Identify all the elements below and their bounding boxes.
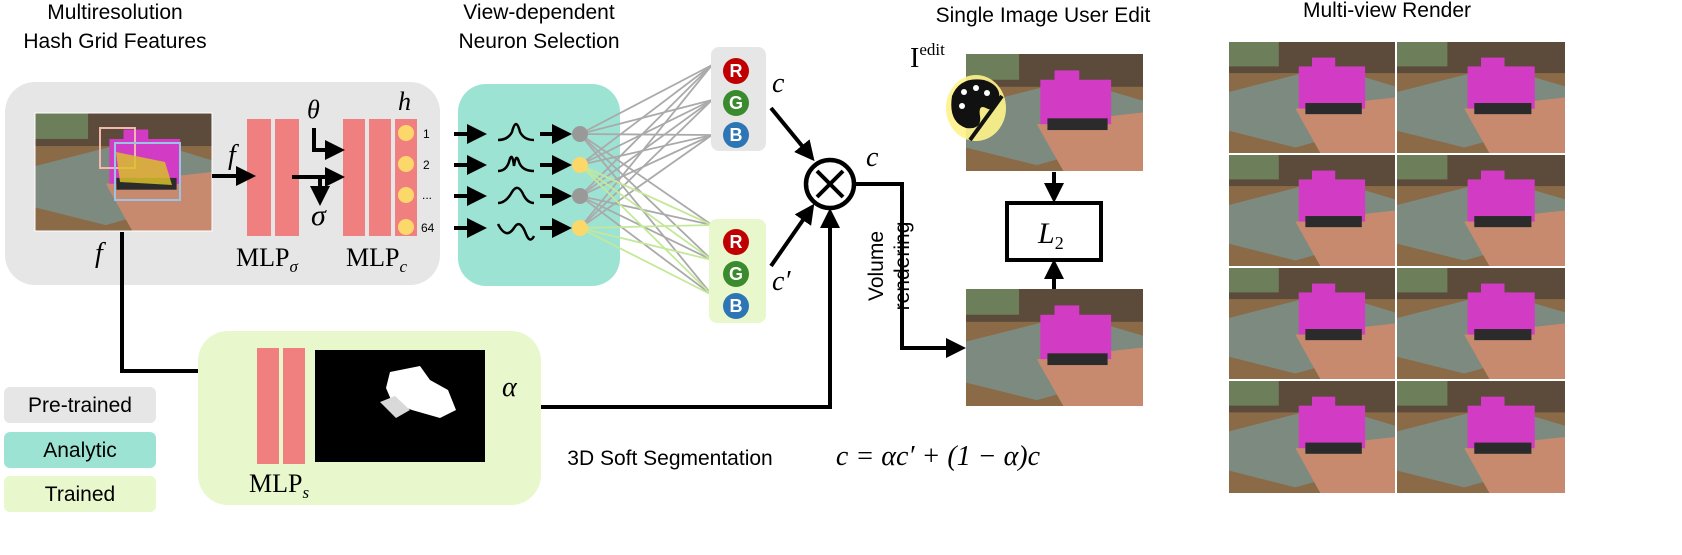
r-label-bottom: R: [730, 232, 743, 252]
b-node-bottom: [723, 293, 749, 319]
pretrained-arrows: [120, 128, 345, 381]
title-neuron-line1: View-dependent: [463, 1, 615, 24]
multiview-cell-5: [1229, 268, 1395, 379]
palette-icon: [946, 75, 1006, 142]
selection-connections-gray: [579, 64, 713, 296]
mlp-c-label: MLPc: [346, 243, 407, 276]
legend-trained-swatch: [4, 476, 156, 512]
multiview-cell-4: [1397, 155, 1565, 266]
volume-rendering-label: Volume rendering: [865, 222, 914, 311]
title-hash-line1: Multiresolution: [47, 1, 182, 24]
h-neuron-2: [398, 156, 414, 172]
g-label-top: G: [729, 93, 743, 113]
rendered-image: [966, 289, 1143, 406]
input-image: [34, 112, 213, 232]
legend-analytic-label: Analytic: [43, 439, 117, 462]
multiply-node: [803, 157, 857, 211]
svg-text:Volume: Volume: [865, 231, 888, 301]
multiview-cell-3: [1229, 155, 1395, 266]
selected-neuron-2: [572, 157, 588, 173]
legend-analytic-swatch: [4, 432, 156, 468]
c-out-label: c: [866, 142, 879, 173]
multiview-cell-7: [1229, 381, 1395, 493]
mlp-c-bar-2: [369, 119, 391, 236]
title-user-edit: Single Image User Edit: [936, 4, 1151, 27]
g-node-bottom: [723, 261, 749, 287]
segmentation-mask-image: [315, 350, 485, 462]
r-node-bottom: [723, 229, 749, 255]
b-node-top: [723, 122, 749, 148]
h-neuron-3: [398, 187, 414, 203]
legend-pretrained-swatch: [4, 387, 156, 423]
neuron-index-3: ...: [422, 188, 432, 202]
selected-neuron-3: [572, 188, 588, 204]
title-multiview: Multi-view Render: [1303, 0, 1471, 22]
analytic-arrows: [454, 124, 572, 238]
g-label-bottom: G: [729, 264, 743, 284]
activation-curves: [496, 122, 536, 241]
selected-neuron-1: [572, 126, 588, 142]
selection-connections-green: [579, 164, 713, 296]
c-label-top: c: [772, 68, 785, 99]
blend-equation: c = αc′ + (1 − α)c: [836, 441, 1041, 472]
f-label-lower: f: [95, 238, 106, 269]
multiview-cell-6: [1397, 268, 1565, 379]
r-node-top: [723, 58, 749, 84]
b-label-bottom: B: [730, 296, 743, 316]
c-prime-label: c′: [772, 266, 791, 297]
title-hash-line2: Hash Grid Features: [23, 30, 206, 53]
mlp-c-bar-1: [343, 119, 365, 236]
g-node-top: [723, 90, 749, 116]
title-neuron-line2: Neuron Selection: [458, 30, 619, 53]
neuron-index-4: 64: [421, 221, 435, 235]
loss-label: L2: [1037, 217, 1064, 253]
theta-label: θ: [307, 95, 320, 124]
mlp-s-label: MLPs: [249, 469, 309, 502]
svg-text:rendering: rendering: [891, 222, 914, 311]
loss-box: [1005, 201, 1103, 262]
multiview-cell-1: [1229, 42, 1395, 153]
legend-pretrained-label: Pre-trained: [28, 394, 132, 417]
legend-trained-label: Trained: [45, 483, 115, 506]
i-edit-label: Iedit: [910, 40, 945, 74]
multiview-cell-2: [1397, 42, 1565, 153]
h-neuron-4: [398, 219, 414, 235]
segmentation-caption: 3D Soft Segmentation: [567, 447, 772, 470]
alpha-label: α: [502, 372, 518, 403]
mlp-s-bar-2: [283, 348, 305, 464]
mlp-sigma-label: MLPσ: [236, 243, 298, 276]
blend-arrows: [480, 106, 966, 409]
f-label-right: f: [228, 140, 239, 171]
neuron-index-1: 1: [423, 127, 430, 141]
r-label-top: R: [730, 61, 743, 81]
mlp-c-bar-3: [395, 119, 417, 236]
selected-neuron-4: [572, 220, 588, 236]
multiview-grid: [1229, 42, 1565, 493]
multiview-cell-8: [1397, 381, 1565, 493]
neuron-index-2: 2: [423, 158, 430, 172]
sigma-label: σ: [311, 199, 327, 232]
mlp-s-bar-1: [257, 348, 279, 464]
h-label: h: [398, 87, 411, 116]
h-neuron-1: [398, 125, 414, 141]
b-label-top: B: [730, 125, 743, 145]
